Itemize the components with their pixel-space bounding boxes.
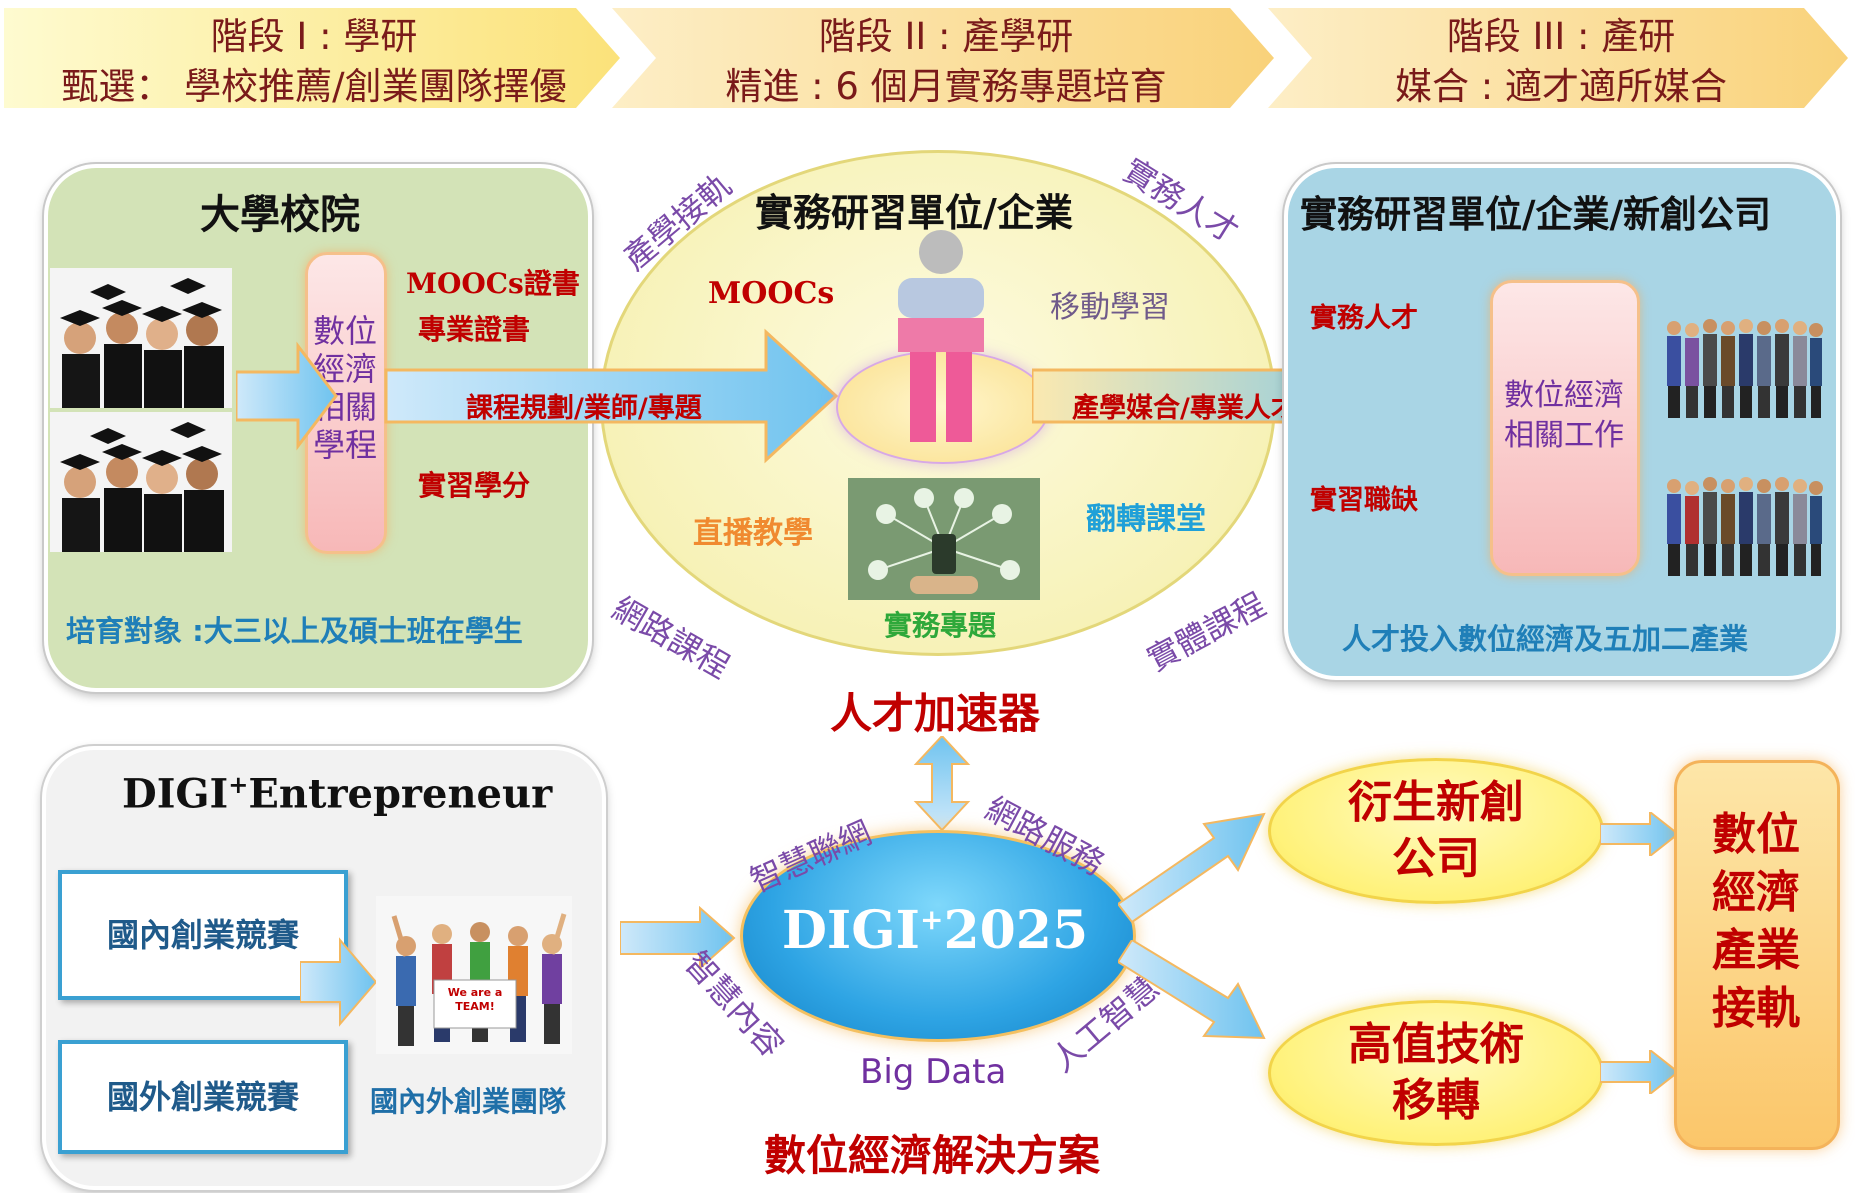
- arrow-tech-to-industry: [1600, 1050, 1680, 1094]
- business-people-2: [1667, 477, 1823, 576]
- industry-label: 數位 經濟 產業 接軌: [1712, 809, 1800, 1034]
- stage-1-title: 階段 I : 學研: [210, 15, 418, 58]
- flipped-classroom: 翻轉課堂: [1086, 502, 1206, 537]
- domestic-competition: 國內創業競賽: [58, 870, 348, 1000]
- curve-online-courses: 網路課程: [606, 589, 736, 687]
- tech-transfer-label: 高值技術 移轉: [1348, 1019, 1524, 1126]
- stage-3-desc: 媒合 : 適才適所媒合: [1395, 65, 1727, 108]
- entrepreneur-title: DIGI+Entrepreneur: [122, 770, 553, 818]
- stage-1: 階段 I : 學研 甄選： 學校推薦/創業團隊擇優: [4, 4, 624, 112]
- enterprise-title: 實務研習單位/企業/新創公司: [1300, 193, 1772, 236]
- moocs-label: MOOCs: [708, 276, 835, 311]
- arrow-to-spinoff: [1118, 812, 1266, 924]
- arrow-to-digi: [620, 906, 736, 970]
- industry-box: [1674, 760, 1840, 1150]
- project-image: [848, 478, 1040, 600]
- stage-3-title: 階段 III : 產研: [1446, 15, 1676, 58]
- business-people-1: [1667, 319, 1823, 418]
- talent-accelerator: 人才加速器: [830, 689, 1041, 738]
- enterprise-bottom: 人才投入數位經濟及五加二產業: [1342, 622, 1749, 656]
- university-title: 大學校院: [200, 192, 360, 238]
- stage-2: 階段 II : 產學研 精進 : 6 個月實務專題培育: [612, 4, 1280, 112]
- solution-label: 數位經濟解決方案: [764, 1131, 1101, 1180]
- graduates-photo-2: [50, 412, 232, 552]
- double-arrow: [913, 736, 971, 830]
- arrow-left-label: 課程規劃/業師/專題: [466, 393, 702, 424]
- center-inner-oval: [836, 350, 1050, 464]
- curve-physical-courses: 實體課程: [1140, 585, 1272, 679]
- practical-talent: 實務人才: [1310, 303, 1418, 334]
- overseas-competition: 國外創業競賽: [58, 1040, 348, 1154]
- tech-transfer-oval: 高值技術 移轉: [1268, 1000, 1604, 1146]
- arrow-to-center: [236, 328, 839, 464]
- job-box-label: 數位經濟 相關工作: [1504, 378, 1624, 453]
- center-title: 實務研習單位/企業: [755, 191, 1073, 235]
- internship-credit: 實習學分: [418, 469, 531, 502]
- person-icon: [898, 230, 984, 442]
- graduates-photo-1: [50, 268, 232, 408]
- mobile-learning: 移動學習: [1050, 290, 1170, 325]
- spinoff-label: 衍生新創 公司: [1348, 777, 1524, 884]
- project-label: 實務專題: [884, 609, 997, 642]
- professional-cert: 專業證書: [418, 313, 531, 346]
- arrow-to-tech-transfer: [1118, 940, 1266, 1040]
- team-sign: We are a TEAM!: [447, 986, 503, 1013]
- stage-3-chevron: [1268, 8, 1848, 108]
- university-target: 培育對象 :大三以上及碩士班在學生: [66, 614, 523, 648]
- digi-label: DIGI+2025: [781, 900, 1089, 961]
- live-teaching: 直播教學: [693, 516, 813, 551]
- job-box: [1490, 280, 1640, 576]
- internship-vacancy: 實習職缺: [1310, 485, 1418, 516]
- digi-oval: [740, 830, 1136, 1042]
- team-label: 國內外創業團隊: [370, 1085, 567, 1118]
- stage-2-title: 階段 II : 產學研: [818, 15, 1074, 58]
- big-data-label: Big Data: [860, 1052, 1007, 1092]
- spinoff-oval: 衍生新創 公司: [1268, 758, 1604, 904]
- stage-2-desc: 精進 : 6 個月實務專題培育: [725, 65, 1167, 108]
- stage-2-chevron: [612, 8, 1274, 108]
- arrow-to-team: [300, 937, 378, 1027]
- team-photo: We are a TEAM!: [376, 896, 572, 1054]
- moocs-cert: MOOCs證書: [406, 267, 580, 300]
- stage-3: 階段 III : 產研 媒合 : 適才適所媒合: [1268, 4, 1854, 112]
- stage-1-chevron: [4, 8, 620, 108]
- stage-1-desc: 甄選： 學校推薦/創業團隊擇優: [61, 65, 567, 108]
- arrow-spinoff-to-industry: [1600, 812, 1680, 856]
